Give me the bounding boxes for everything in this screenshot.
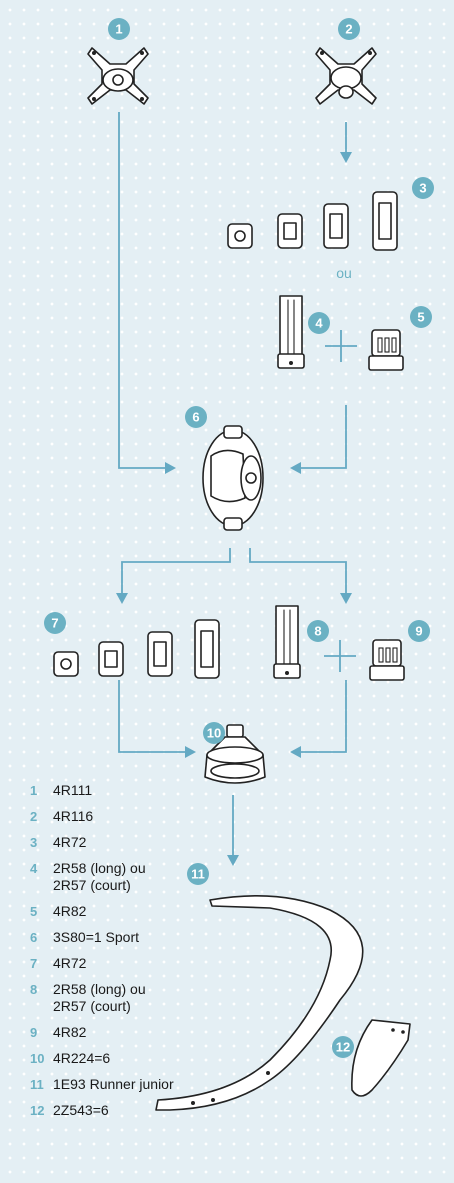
svg-text:12: 12	[336, 1040, 350, 1055]
tube-4	[277, 295, 305, 369]
badge-10: 10	[203, 722, 225, 744]
badge-6: 6	[185, 406, 207, 428]
legend-label: 4R82	[53, 903, 87, 919]
badge-5: 5	[410, 306, 432, 328]
pyramid-adapter-1	[87, 47, 149, 105]
legend-item-3: 3 4R72	[30, 834, 270, 851]
legend-number: 9	[30, 1025, 38, 1040]
legend-label: 4R224=6	[53, 1050, 111, 1066]
svg-text:10: 10	[207, 726, 221, 741]
legend-item-4: 4 2R58 (long) ou 2R57 (court)	[30, 860, 270, 894]
svg-text:6: 6	[192, 410, 199, 425]
svg-text:11: 11	[191, 867, 205, 882]
svg-text:4: 4	[315, 316, 323, 331]
legend-item-7: 7 4R72	[30, 955, 270, 972]
legend-label: 4R72	[53, 955, 87, 971]
or-label: ou	[336, 265, 352, 281]
svg-text:7: 7	[51, 616, 58, 631]
legend-number: 5	[30, 904, 38, 919]
badge-7: 7	[44, 612, 66, 634]
legend-item-8: 8 2R58 (long) ou 2R57 (court)	[30, 981, 270, 1015]
legend-number: 8	[30, 982, 38, 997]
running-blade-11	[155, 894, 364, 1111]
legend-label: 2R58 (long) ou 2R57 (court)	[53, 981, 146, 1014]
badge-11: 11	[187, 863, 209, 885]
badge-4: 4	[308, 312, 330, 334]
pyramid-adapter-2	[315, 47, 377, 105]
legend-item-2: 2 4R116	[30, 808, 270, 825]
badge-2: 2	[338, 18, 360, 40]
badge-9: 9	[408, 620, 430, 642]
svg-text:2: 2	[345, 22, 352, 37]
legend-number: 1	[30, 783, 38, 798]
legend-number: 2	[30, 809, 38, 824]
legend-item-9: 9 4R82	[30, 1024, 270, 1041]
legend-number: 11	[30, 1077, 44, 1092]
svg-text:1: 1	[115, 22, 122, 37]
legend-label: 1E93 Runner junior	[53, 1076, 174, 1092]
tube-8	[273, 605, 301, 679]
legend-number: 4	[30, 861, 38, 876]
knee-joint-6	[202, 425, 264, 531]
legend-item-5: 5 4R82	[30, 903, 270, 920]
legend-label: 4R82	[53, 1024, 87, 1040]
flow-arrows	[116, 112, 357, 866]
legend-label: 3S80=1 Sport	[53, 929, 140, 945]
legend-label: 2R58 (long) ou 2R57 (court)	[53, 860, 146, 893]
legend-item-11: 11 1E93 Runner junior	[30, 1076, 270, 1093]
legend-item-12: 12 2Z543=6	[30, 1102, 270, 1119]
svg-text:5: 5	[417, 310, 424, 325]
adapter-set-7	[53, 619, 220, 679]
parts-legend: 1 4R111 2 4R116 3 4R72 4 2R58 (long) ou 2R57…	[30, 782, 270, 1128]
legend-number: 6	[30, 930, 38, 945]
legend-number: 7	[30, 956, 38, 971]
legend-number: 12	[30, 1103, 45, 1118]
tube-clamp-9	[369, 639, 405, 681]
svg-text:3: 3	[419, 181, 426, 196]
svg-text:8: 8	[314, 624, 321, 639]
foot-adapter-10	[204, 724, 266, 784]
svg-text:9: 9	[415, 624, 422, 639]
legend-item-6: 6 3S80=1 Sport	[30, 929, 270, 946]
legend-number: 3	[30, 835, 38, 850]
legend-item-10: 10 4R224=6	[30, 1050, 270, 1067]
legend-number: 10	[30, 1051, 45, 1066]
badge-3: 3	[412, 177, 434, 199]
sole-12	[351, 1019, 411, 1097]
legend-label: 4R111	[53, 782, 93, 798]
tube-clamp-5	[368, 329, 404, 371]
legend-label: 4R72	[53, 834, 87, 850]
legend-label: 4R116	[53, 808, 94, 824]
adapter-set-3	[227, 191, 398, 251]
badge-1: 1	[108, 18, 130, 40]
legend-item-1: 1 4R111	[30, 782, 270, 799]
legend-label: 2Z543=6	[53, 1102, 109, 1118]
badge-12: 12	[332, 1036, 354, 1058]
badge-8: 8	[307, 620, 329, 642]
